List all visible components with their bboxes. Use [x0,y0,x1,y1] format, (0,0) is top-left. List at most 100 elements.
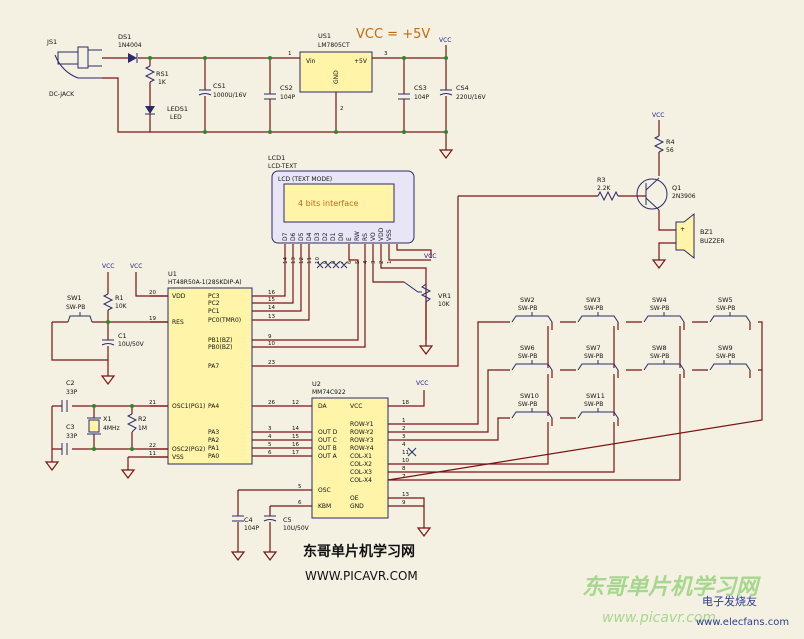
watermark-elecfans: 电子发烧友 [702,594,757,608]
switch-value: SW-PB [650,305,669,312]
oscillator-circuit: C2 33P C3 33P X1 4MHz R2 1M [44,379,168,479]
c3-value: 33P [66,433,78,440]
r1-value: 10K [115,303,128,310]
u1-pin-label: PB0(BZ) [208,344,232,351]
lcd-pin-number: 1 [387,261,393,265]
u2-pin-label: COL-X3 [350,469,372,476]
capacitor-cs2: CS2 104P [264,58,295,132]
u1-pin-number: 3 [268,426,272,432]
vcc-label-supply: VCC [439,37,451,44]
q1-value: 2N3906 [672,193,696,200]
switch-value: SW-PB [716,353,735,360]
leds1-value: LED [170,114,182,121]
lcd-pin-label: D5 [298,232,305,241]
us1-vin: Vin [306,58,316,65]
u2-pin-number: 10 [402,458,409,464]
dc-jack: JS1 DC-JACK [46,38,102,98]
lcd-pin-label: RS [362,233,369,241]
u1-pin-label: PA3 [208,429,219,436]
switch-value: SW-PB [518,353,537,360]
us1-out: +5V [354,58,368,65]
u2-pin-label: OUT D [318,429,338,436]
r2-ref: R2 [138,415,147,423]
cs3-value: 104P [414,94,429,101]
u1-pin-label: VDD [172,293,186,300]
lcd-pin-label: VSS [386,229,393,241]
keypad-switches: SW2SW-PBSW3SW-PBSW4SW-PBSW5SW-PBSW6SW-PB… [510,296,758,426]
lcd-pin-label: E [346,237,353,241]
u1-pin-label: VSS [172,454,184,461]
c5-ref: C5 [283,516,292,524]
switch-value: SW-PB [584,353,603,360]
u2-pin-label: OE [350,495,359,502]
vcc-label-u2: VCC [416,380,428,387]
r1-ref: R1 [115,294,124,302]
u1-pin-number: 13 [268,314,275,320]
u2-pin-label: OSC [318,487,331,494]
u1-pin-number: 15 [268,297,275,303]
u1-pin-number: 10 [268,341,275,347]
u1-pin-number: 14 [268,305,275,311]
us1-gnd: GND [333,70,340,84]
u1-pin-number: 4 [268,434,272,440]
ground-symbol [100,375,116,385]
u1-pin-label: PC0(TMR0) [208,317,241,324]
u1-pin-label: PC3 [208,293,220,300]
switch-value: SW-PB [584,305,603,312]
ground-symbol [438,149,454,159]
u2-pin-label: OUT A [318,453,338,460]
watermark-url: www.picavr.com [602,610,716,626]
u2-pin-label: VCC [350,403,362,410]
u1-pin-number: 6 [268,450,272,456]
u1-pin-label: PA0 [208,453,219,460]
switch-value: SW-PB [716,305,735,312]
u1-pin-number: 23 [268,360,275,366]
lcd-pin-number: 6 [347,260,353,264]
switch-ref: SW7 [586,344,601,352]
buzzer-driver: VCC R4 56 Q1 2N3906 R3 2.2K + BZ1 BUZZER [458,112,725,269]
lcd-pin-label: RW [354,231,361,241]
u2-pin-number: 14 [292,426,299,432]
u2-pin-label: DA [318,403,328,410]
u1-pin-label: PB1(BZ) [208,337,232,344]
switch-ref: SW9 [718,344,733,352]
x1-ref: X1 [103,415,112,423]
u1-pin-number: 16 [268,290,275,296]
lcd-pin-label: VDD [378,227,385,241]
vcc-label-reset: VCC [102,263,114,270]
switch-value: SW-PB [584,401,603,408]
rs1-ref: RS1 [156,70,169,78]
c1-ref: C1 [118,332,127,340]
lcd-ref: LCD1 [268,154,285,162]
u2-ref: U2 [312,380,321,388]
lcd-pin-label: D7 [282,232,289,241]
u1-pin-number: 20 [149,290,156,296]
capacitor-cs1: CS1 1000U/16V [198,58,247,132]
u1-pin-label: PC2 [208,300,220,307]
switch-value: SW-PB [650,353,669,360]
lcd-module: LCD1 LCD-TEXT LCD (TEXT MODE) 4 bits int… [268,154,415,265]
lcd-pin-label: D3 [314,232,321,241]
u2-pin-number: 2 [402,426,406,432]
diode-ds1: DS1 1N4004 [118,33,142,63]
lcd-pin-label: D4 [306,232,313,241]
u2-pin-number: 1 [402,418,406,424]
js1-ref: JS1 [46,38,57,46]
vcc-label-vr1: VCC [424,253,436,260]
lcd-pin-label: D2 [322,232,329,241]
u1-value: HT48R50A-1(28SKDIP-A) [168,279,242,286]
cs4-value: 220U/16V [456,94,487,101]
u1-pin-number: 22 [149,443,156,449]
title-url: WWW.PICAVR.COM [305,569,418,583]
us1-value: LM7805CT [318,42,350,49]
q1-ref: Q1 [672,184,681,192]
ground-symbol [262,551,278,561]
u2-pin-number: 15 [292,434,299,440]
cs1-ref: CS1 [213,82,226,90]
